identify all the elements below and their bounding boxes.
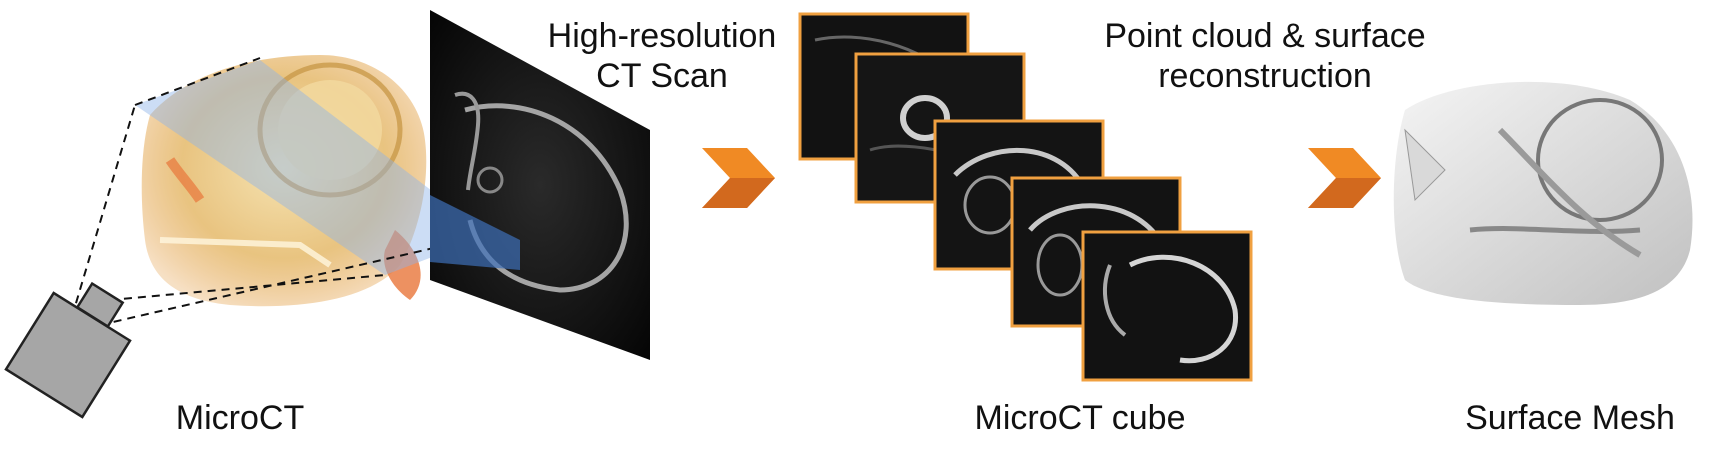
chevron-arrow-icon bbox=[1308, 148, 1381, 208]
skull-volume-render bbox=[141, 55, 427, 307]
microct-caption: MicroCT bbox=[175, 399, 305, 437]
microct-cube-caption: MicroCT cube bbox=[974, 399, 1186, 437]
scan-plane bbox=[135, 60, 490, 275]
reconstruction-label-line2: reconstruction bbox=[1158, 57, 1372, 95]
microct-scene bbox=[4, 10, 650, 419]
ct-scan-label-line1: High-resolution bbox=[547, 17, 777, 55]
ct-slice-5 bbox=[1081, 230, 1253, 382]
surface-mesh-render bbox=[1393, 81, 1693, 306]
chevron-arrow-icon bbox=[702, 148, 775, 208]
ct-scan-label-line2: CT Scan bbox=[596, 57, 728, 95]
camera-frustum bbox=[67, 57, 491, 331]
ct-scan-label: High-resolution CT Scan bbox=[536, 16, 788, 96]
reconstruction-label: Point cloud & surface reconstruction bbox=[1085, 16, 1445, 96]
reconstruction-label-line1: Point cloud & surface bbox=[1104, 17, 1426, 55]
ct-slice-plane bbox=[430, 10, 650, 360]
camera-icon bbox=[4, 281, 132, 419]
microct-cube bbox=[798, 12, 1253, 382]
surface-mesh-caption: Surface Mesh bbox=[1465, 399, 1675, 437]
